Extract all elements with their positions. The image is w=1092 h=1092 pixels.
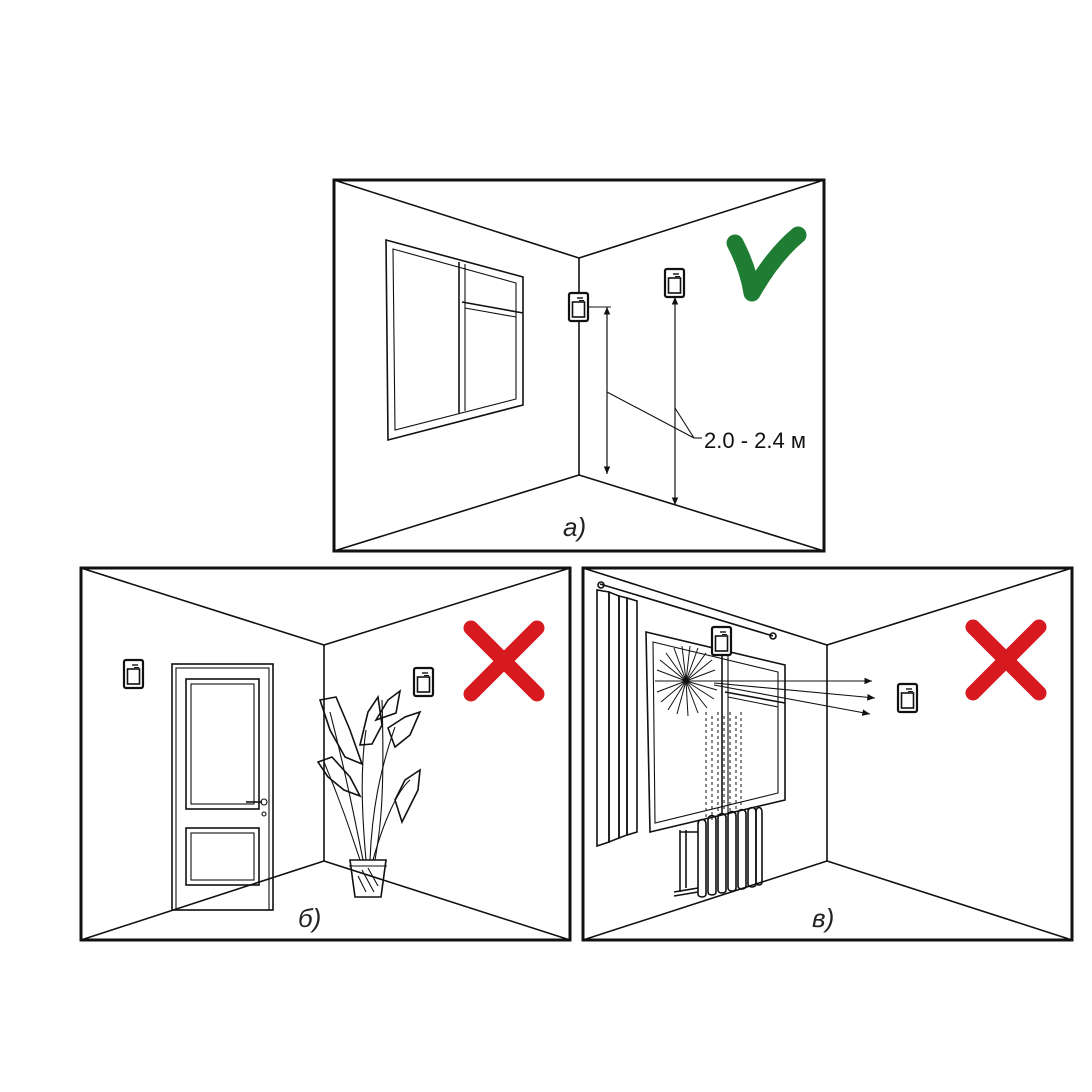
thermostat-icon: [663, 267, 686, 299]
panel-b-label: б): [298, 903, 321, 933]
panel-a: 2.0 - 2.4 м а): [332, 178, 826, 553]
window: [645, 630, 786, 834]
window: [385, 238, 524, 442]
panel-b-frame: [79, 566, 572, 942]
door: [171, 663, 274, 911]
dimension-label: 2.0 - 2.4 м: [704, 428, 806, 453]
radiator: [673, 806, 763, 898]
curtain: [596, 581, 777, 848]
thermostat-icon: [896, 682, 919, 714]
panel-c: в): [581, 566, 1074, 942]
heat-waves: [705, 712, 742, 820]
check-icon: [726, 226, 807, 302]
panel-a-label: а): [563, 512, 586, 542]
heat-arrows: [713, 677, 876, 716]
thermostat-icon: [412, 666, 435, 698]
cross-icon: [965, 619, 1047, 701]
panel-c-label: в): [812, 903, 834, 933]
cross-icon: [463, 620, 545, 702]
plant: [316, 689, 422, 898]
thermostat-icon: [122, 658, 145, 690]
sun-icon: [655, 645, 718, 717]
panel-a-frame: [332, 178, 826, 553]
panel-c-frame: [581, 566, 1074, 942]
thermostat-icon: [567, 291, 590, 323]
thermostat-icon: [710, 625, 733, 657]
height-dimension: 2.0 - 2.4 м: [589, 297, 806, 505]
panel-b: б): [79, 566, 572, 942]
